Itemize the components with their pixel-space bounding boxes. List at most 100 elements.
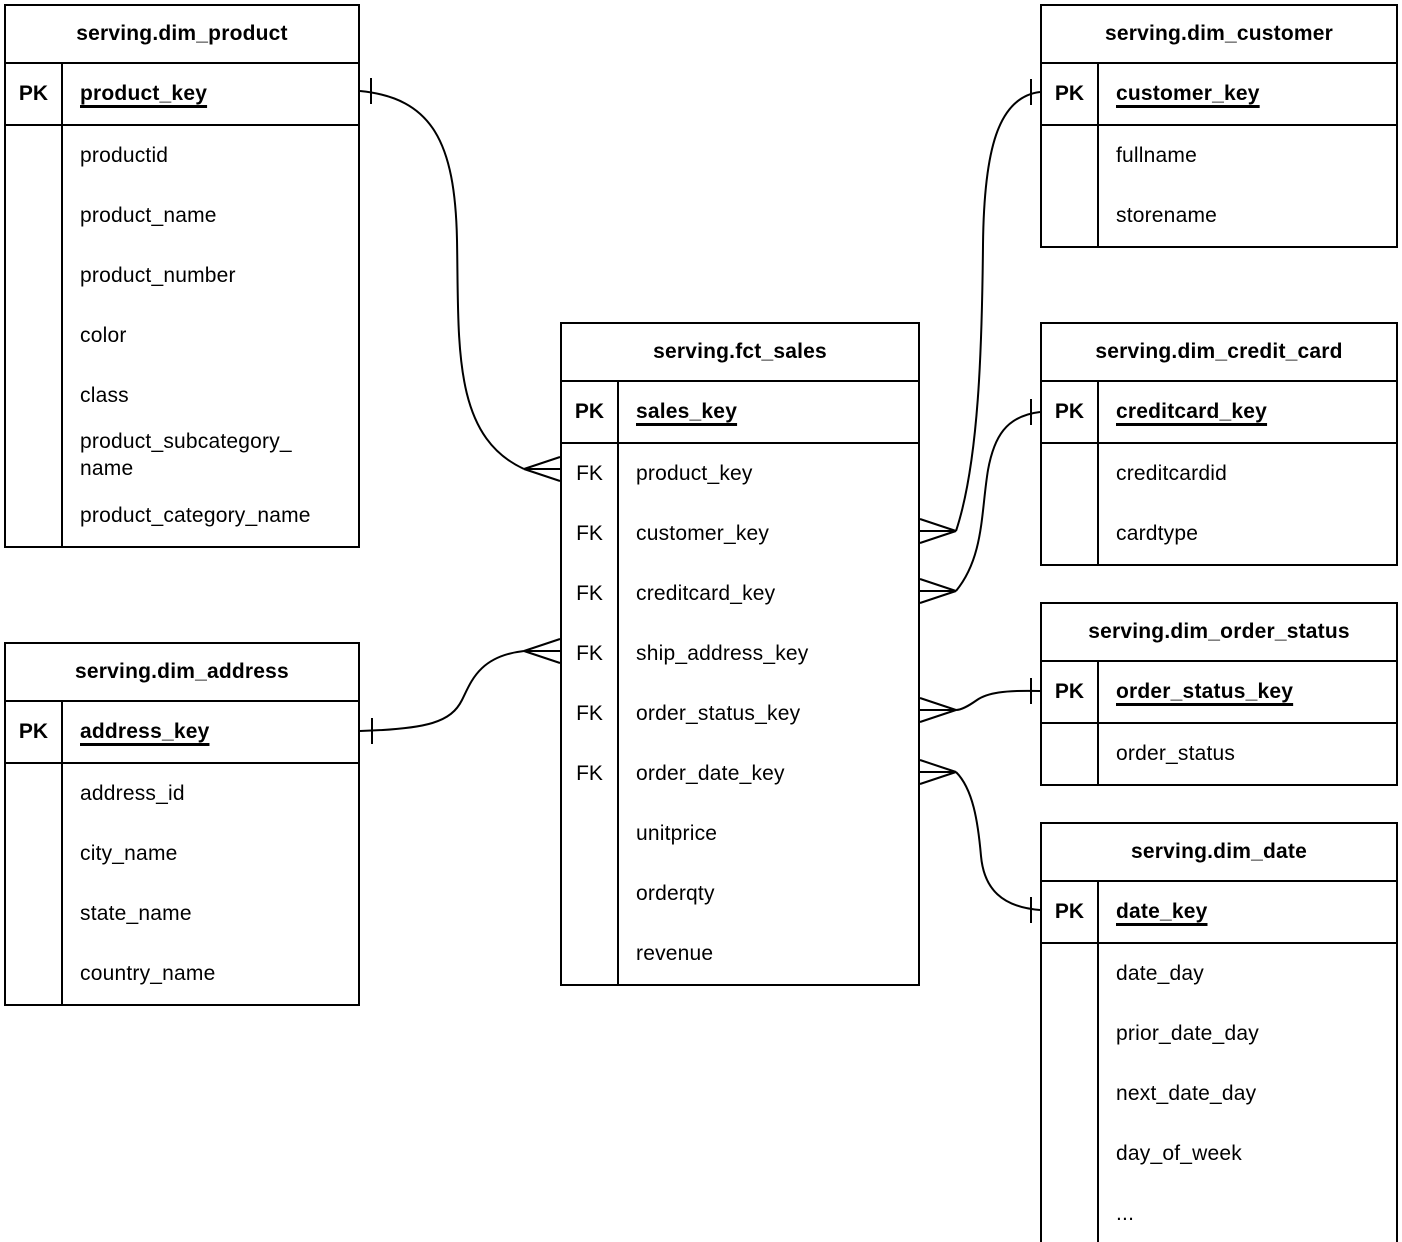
field-row: product_name xyxy=(6,186,358,246)
field-row: FK customer_key xyxy=(562,504,918,564)
field-row: order_status xyxy=(1042,724,1396,784)
field-row: state_name xyxy=(6,884,358,944)
pk-label: PK xyxy=(1042,882,1099,942)
field-name: storename xyxy=(1116,203,1218,227)
relationship-line xyxy=(955,689,1041,711)
crow-foot-many-icon xyxy=(523,456,561,482)
field-name: next_date_day xyxy=(1116,1081,1257,1105)
key-label xyxy=(6,824,63,884)
crow-foot-many-icon xyxy=(919,759,957,785)
pk-label: PK xyxy=(562,382,619,442)
field-name: ... xyxy=(1116,1201,1135,1225)
field-row: date_day xyxy=(1042,944,1396,1004)
field-name: revenue xyxy=(636,941,714,965)
field-name: order_status xyxy=(1116,741,1236,765)
relationship-order-status xyxy=(919,678,1041,723)
field-row: product_subcategory_name xyxy=(6,426,358,486)
field-name: day_of_week xyxy=(1116,1141,1242,1165)
fk-label: FK xyxy=(562,684,619,744)
table-title: serving.dim_date xyxy=(1042,824,1396,882)
field-row: FK ship_address_key xyxy=(562,624,918,684)
field-name: date_day xyxy=(1116,961,1205,985)
field-name: product_key xyxy=(636,461,753,485)
field-name: orderqty xyxy=(636,881,715,905)
pk-field-name: sales_key xyxy=(636,399,738,423)
field-row: address_id xyxy=(6,764,358,824)
pk-row: PK date_key xyxy=(1042,882,1396,944)
table-title: serving.fct_sales xyxy=(562,324,918,382)
field-row: revenue xyxy=(562,924,918,984)
key-label xyxy=(1042,126,1099,186)
entity-table-dim-product: serving.dim_product PK product_key produ… xyxy=(4,4,360,548)
fk-label: FK xyxy=(562,624,619,684)
key-label xyxy=(1042,504,1099,564)
pk-field-name: date_key xyxy=(1116,899,1208,923)
key-label xyxy=(6,126,63,186)
table-title: serving.dim_order_status xyxy=(1042,604,1396,662)
pk-field-name: address_key xyxy=(80,719,210,743)
field-name: product_name xyxy=(80,203,217,227)
key-label xyxy=(1042,944,1099,1004)
pk-row: PK order_status_key xyxy=(1042,662,1396,724)
relationship-creditcard xyxy=(919,399,1041,604)
key-label xyxy=(6,366,63,426)
field-row: country_name xyxy=(6,944,358,1004)
key-label xyxy=(562,924,619,984)
field-name: city_name xyxy=(80,841,178,865)
field-row: fullname xyxy=(1042,126,1396,186)
field-row: product_number xyxy=(6,246,358,306)
crow-foot-many-icon xyxy=(919,697,957,723)
crow-foot-many-icon xyxy=(919,518,957,544)
key-label xyxy=(562,804,619,864)
table-title: serving.dim_customer xyxy=(1042,6,1396,64)
field-row: prior_date_day xyxy=(1042,1004,1396,1064)
entity-table-dim-date: serving.dim_date PK date_key date_day pr… xyxy=(1040,822,1398,1242)
field-row: day_of_week xyxy=(1042,1124,1396,1184)
pk-label: PK xyxy=(6,64,63,124)
field-name: order_date_key xyxy=(636,761,785,785)
key-label xyxy=(1042,444,1099,504)
field-name: address_id xyxy=(80,781,185,805)
crow-foot-many-icon xyxy=(919,578,957,604)
key-label xyxy=(1042,186,1099,246)
pk-label: PK xyxy=(6,702,63,762)
field-name: fullname xyxy=(1116,143,1197,167)
field-row: cardtype xyxy=(1042,504,1396,564)
key-label xyxy=(1042,1004,1099,1064)
relationship-line xyxy=(359,90,525,470)
field-name: unitprice xyxy=(636,821,718,845)
key-label xyxy=(1042,1064,1099,1124)
field-name: customer_key xyxy=(636,521,770,545)
field-row: FK order_status_key xyxy=(562,684,918,744)
table-title: serving.dim_credit_card xyxy=(1042,324,1396,382)
fk-label: FK xyxy=(562,504,619,564)
relationship-line xyxy=(955,91,1041,532)
key-label xyxy=(1042,724,1099,784)
field-row: FK order_date_key xyxy=(562,744,918,804)
field-name: productid xyxy=(80,143,169,167)
field-name: color xyxy=(80,323,127,347)
relationship-customer xyxy=(919,79,1041,544)
key-label xyxy=(1042,1184,1099,1242)
field-name: prior_date_day xyxy=(1116,1021,1259,1045)
field-row: orderqty xyxy=(562,864,918,924)
key-label xyxy=(1042,1124,1099,1184)
field-name: country_name xyxy=(80,961,216,985)
key-label xyxy=(6,764,63,824)
pk-label: PK xyxy=(1042,382,1099,442)
key-label xyxy=(6,186,63,246)
pk-field-name: product_key xyxy=(80,81,208,105)
relationship-line xyxy=(955,771,1041,911)
table-title: serving.dim_product xyxy=(6,6,358,64)
key-label xyxy=(6,944,63,1004)
pk-label: PK xyxy=(1042,662,1099,722)
key-label xyxy=(6,306,63,366)
fk-label: FK xyxy=(562,444,619,504)
relationship-ship-address xyxy=(359,638,561,744)
field-name: class xyxy=(80,383,129,407)
field-row: next_date_day xyxy=(1042,1064,1396,1124)
pk-row: PK sales_key xyxy=(562,382,918,444)
relationship-order-date xyxy=(919,759,1041,923)
field-name: state_name xyxy=(80,901,192,925)
